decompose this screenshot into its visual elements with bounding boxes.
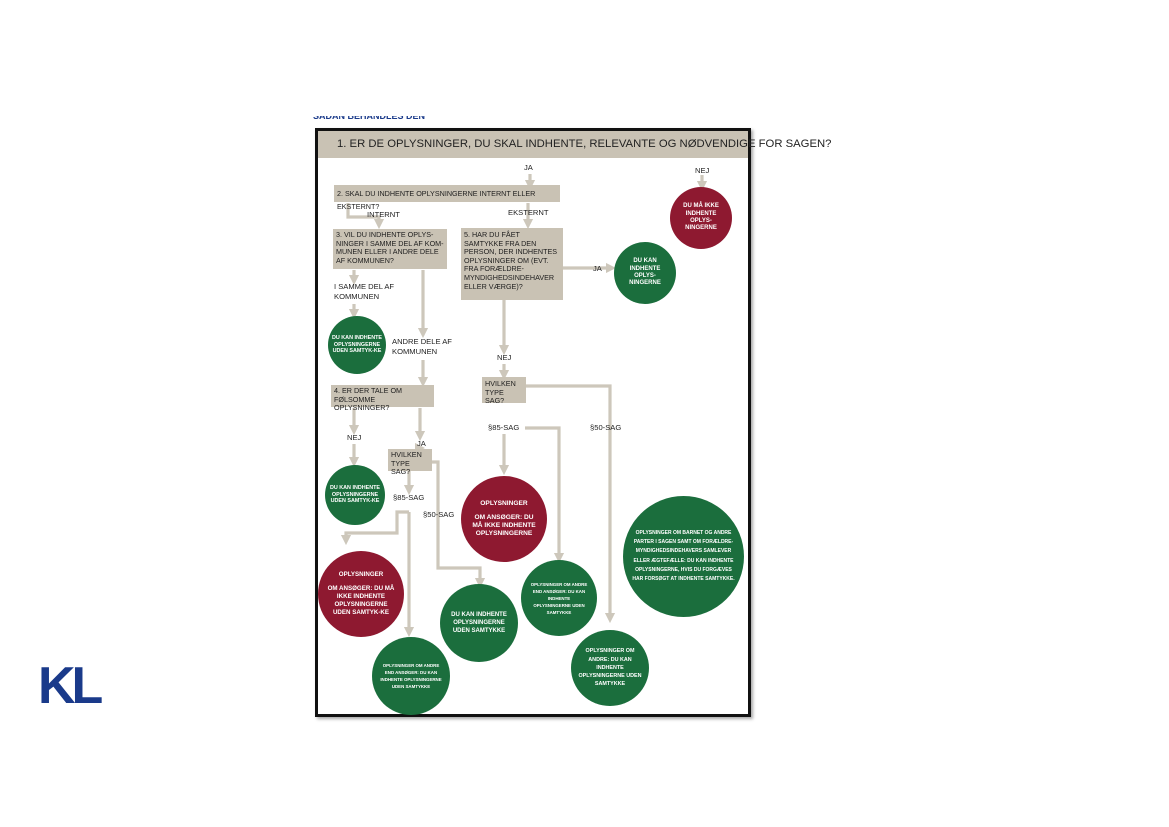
result-du-kan-p50-left: DU KAN INDHENTE OPLYSNINGERNE UDEN SAMTY… (440, 584, 518, 662)
label-nej-q5: NEJ (497, 353, 512, 362)
result-andre-end-ansoeger-left: OPLYSNINGER OM ANDRE END ANSØGER: DU KAN… (372, 637, 450, 715)
result-du-kan-ikke-foelsomme: DU KAN INDHENTE OPLYSNINGERNE UDEN SAMTY… (325, 465, 385, 525)
label-p50-left: §50-SAG (423, 510, 455, 519)
question-4: 4. ER DER TALE OM FØLSOMME OPLYSNINGER? (331, 385, 434, 412)
result-du-kan-samme-del: DU KAN INDHENTE OPLYSNINGERNE UDEN SAMTY… (328, 316, 386, 374)
result-du-maa-ikke: DU MÅ IKKE INDHENTE OPLYS-NINGERNE (670, 187, 732, 249)
result-barnet-parter: OPLYSNINGER OM BARNET OG ANDRE PARTER I … (623, 496, 744, 617)
arrow-left-p50 (431, 460, 486, 589)
arrow-q2-internt (346, 203, 385, 230)
label-nej-top: NEJ (695, 166, 710, 175)
question-2: 2. SKAL DU INDHENTE OPLYSNINGERNE INTERN… (334, 185, 560, 211)
label-p85-left: §85-SAG (393, 493, 425, 502)
question-3: 3. VIL DU INDHENTE OPLYS-NINGER I SAMME … (333, 229, 447, 269)
label-samme-del: I SAMME DEL AF KOMMUNEN (334, 282, 395, 301)
arrow-left-p85-red (340, 510, 409, 546)
label-p85-right: §85-SAG (488, 423, 520, 432)
question-type-left: HVILKEN TYPE SAG? (388, 449, 432, 476)
question-1: 1. ER DE OPLYSNINGER, DU SKAL INDHENTE, … (318, 131, 831, 158)
result-andre-end-ansoeger-right: OPLYSNINGER OM ANDRE END ANSØGER: DU KAN… (521, 560, 597, 636)
label-eksternt: EKSTERNT (508, 208, 549, 217)
label-ja-q4: JA (417, 439, 426, 448)
label-ja-top: JA (524, 163, 533, 172)
result-du-kan-samtykke: DU KAN INDHENTE OPLYS-NINGERNE (614, 242, 676, 304)
question-5: 5. HAR DU FÅET SAMTYKKE FRA DEN PERSON, … (461, 228, 563, 300)
label-andre-dele: ANDRE DELE AF KOMMUNEN (392, 337, 452, 356)
kl-logo: KL (38, 657, 103, 715)
result-om-andre: OPLYSNINGER OM ANDRE: DU KAN INDHENTE OP… (571, 630, 649, 706)
result-ansoeger-left: OPLYSNINGER OM ANSØGER: DU MÅ IKKE INDHE… (318, 551, 404, 637)
label-internt: INTERNT (367, 210, 400, 219)
arrow-hvilken-p50 (525, 384, 616, 624)
label-ja-q5: JA (593, 264, 602, 273)
arrow-p85-green (525, 426, 565, 564)
label-nej-q4: NEJ (347, 433, 362, 442)
label-p50-right: §50-SAG (590, 423, 622, 432)
result-ansoeger-right: OPLYSNINGER OM ANSØGER: DU MÅ IKKE INDHE… (461, 476, 547, 562)
question-type-right: HVILKEN TYPE SAG? (482, 377, 526, 405)
header-fragment: SÅDAN BEHANDLES DEN ENKELTE (313, 116, 426, 121)
